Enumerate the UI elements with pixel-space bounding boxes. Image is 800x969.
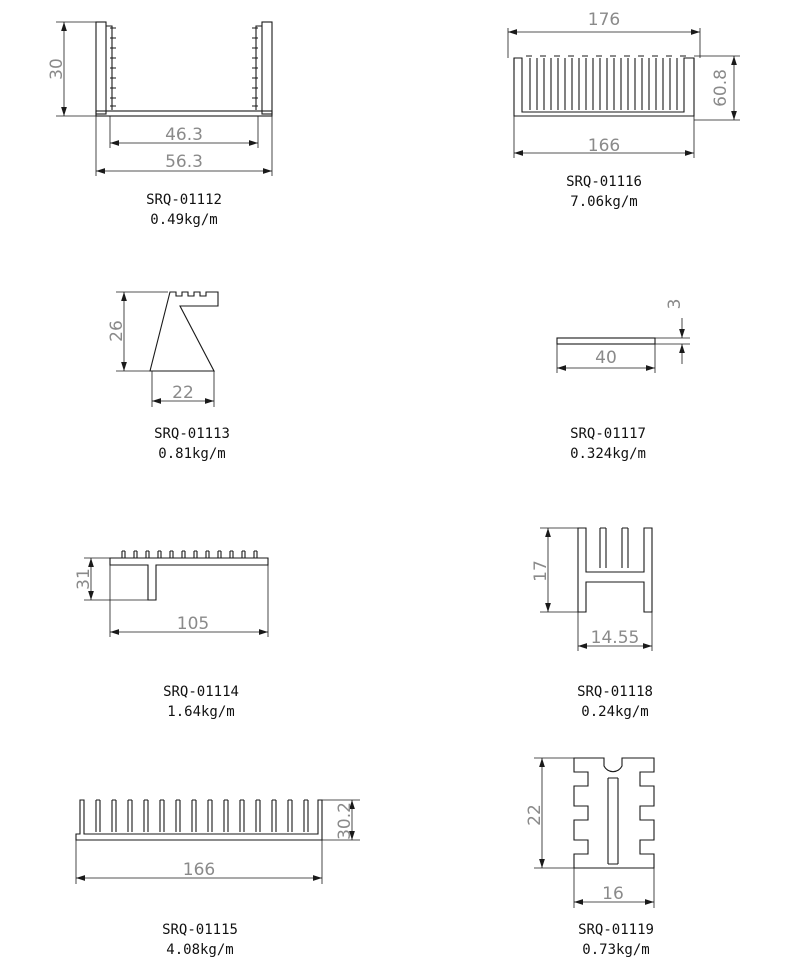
profile-code: SRQ-01116 — [566, 174, 642, 190]
dim-outer-width-text: 56.3 — [165, 152, 203, 172]
profile-code: SRQ-01114 — [163, 684, 239, 700]
dim-thickness-text: 3 — [665, 299, 685, 310]
profile-code: SRQ-01113 — [154, 426, 230, 442]
profile-label-srq-01116: SRQ-01116 7.06kg/m — [554, 172, 654, 212]
profile-weight: 0.24kg/m — [581, 704, 649, 720]
dimension-lines — [540, 527, 653, 651]
dimension-lines — [534, 757, 655, 908]
dimension-lines — [84, 557, 269, 637]
profile-label-srq-01112: SRQ-01112 0.49kg/m — [134, 190, 234, 230]
dim-height-text: 26 — [107, 320, 127, 342]
dimension-lines — [56, 21, 273, 176]
profile-code: SRQ-01119 — [578, 922, 654, 938]
profile-outline — [149, 291, 219, 372]
profile-label-srq-01114: SRQ-01114 1.64kg/m — [151, 682, 251, 722]
dim-height-text: 30 — [47, 58, 67, 80]
dimension-lines — [116, 291, 215, 407]
dim-top-width-text: 176 — [588, 10, 620, 30]
dim-width-text: 14.55 — [591, 628, 640, 648]
profile-weight: 0.49kg/m — [150, 212, 218, 228]
profile-label-srq-01117: SRQ-01117 0.324kg/m — [558, 424, 658, 464]
profile-srq-01112: 30 46.3 56.3 — [47, 21, 273, 176]
dim-height-text: 60.8 — [711, 69, 731, 107]
profile-srq-01116: 176 60.8 166 — [507, 10, 740, 158]
dim-width-text: 22 — [172, 383, 194, 403]
profile-outline — [109, 550, 269, 601]
profile-srq-01115: 30.2 166 — [75, 799, 360, 884]
dim-height-text: 30.2 — [335, 802, 355, 840]
profile-weight: 7.06kg/m — [570, 194, 638, 210]
profile-weight: 0.81kg/m — [158, 446, 226, 462]
profile-outline — [95, 21, 273, 117]
dim-height-text: 17 — [531, 560, 551, 582]
dim-bottom-width-text: 166 — [588, 136, 620, 156]
profile-srq-01118: 17 14.55 — [531, 527, 653, 651]
profile-weight: 0.324kg/m — [570, 446, 646, 462]
profile-srq-01119: 22 16 — [525, 757, 655, 908]
profile-label-srq-01115: SRQ-01115 4.08kg/m — [150, 920, 250, 960]
dim-height-text: 31 — [74, 568, 94, 590]
profile-label-srq-01119: SRQ-01119 0.73kg/m — [566, 920, 666, 960]
profile-outline — [556, 337, 656, 345]
profile-label-srq-01113: SRQ-01113 0.81kg/m — [142, 424, 242, 464]
profile-code: SRQ-01112 — [146, 192, 222, 208]
dimension-lines — [507, 28, 740, 158]
profile-outline — [513, 55, 695, 117]
profile-code: SRQ-01115 — [162, 922, 238, 938]
profile-outline — [75, 799, 323, 841]
dim-width-text: 16 — [602, 884, 624, 904]
dim-inner-width-text: 46.3 — [165, 125, 203, 145]
dim-height-text: 22 — [525, 804, 545, 826]
profile-srq-01113: 26 22 — [107, 291, 219, 407]
profile-weight: 0.73kg/m — [582, 942, 650, 958]
profile-label-srq-01118: SRQ-01118 0.24kg/m — [565, 682, 665, 722]
dim-width-text: 40 — [595, 348, 617, 368]
profile-code: SRQ-01118 — [577, 684, 653, 700]
profile-code: SRQ-01117 — [570, 426, 646, 442]
dim-width-text: 105 — [177, 614, 209, 634]
profile-outline — [573, 757, 655, 869]
dimension-lines — [75, 799, 360, 884]
profile-outline — [577, 527, 653, 613]
dimension-lines — [556, 318, 690, 373]
profile-srq-01117: 3 40 — [556, 299, 690, 373]
profile-weight: 4.08kg/m — [166, 942, 234, 958]
dim-width-text: 166 — [183, 860, 215, 880]
profile-srq-01114: 31 105 — [74, 550, 269, 637]
profile-weight: 1.64kg/m — [167, 704, 235, 720]
